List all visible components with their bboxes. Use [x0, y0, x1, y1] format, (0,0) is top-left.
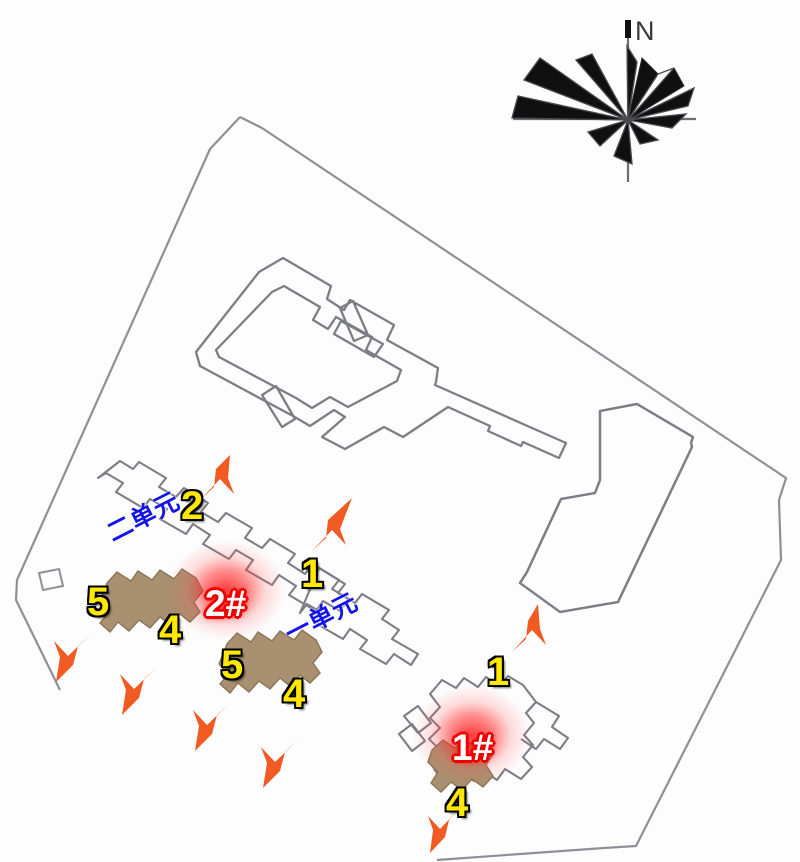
site-boundary: [14, 116, 788, 862]
floor-number-1-b1: 1: [485, 649, 510, 696]
floor-number-2-top: 2: [179, 483, 204, 530]
wind-rose-compass: [511, 20, 696, 182]
floor-number-4-b1: 4: [444, 780, 469, 827]
compass-north-label: N: [635, 16, 655, 46]
arrow-up-right: [512, 604, 546, 652]
compass-north-needle: [625, 20, 631, 38]
compass-petal-outlines: [511, 43, 696, 166]
floor-number-5-left: 5: [85, 579, 110, 626]
direction-arrows: [54, 455, 546, 853]
east-building-block: [518, 402, 695, 614]
building-marker-2[interactable]: 2#: [205, 583, 247, 624]
floor-number-4-left: 4: [157, 607, 182, 654]
arrow-down-left: [261, 739, 299, 788]
compass-petals: [511, 44, 695, 165]
arrow-down-left: [193, 702, 231, 751]
floor-number-5-mid: 5: [219, 642, 244, 689]
floor-number-4-mid: 4: [281, 671, 306, 718]
building-2-outline: [96, 459, 420, 667]
arrow-up-right: [200, 455, 234, 500]
building-marker-1[interactable]: 1#: [452, 727, 494, 768]
arrow-up-right: [312, 498, 352, 551]
arrow-down-left: [54, 633, 92, 682]
arrow-down-left: [120, 666, 158, 715]
arrow-down-left: [428, 808, 460, 853]
floor-number-1-top: 1: [299, 551, 324, 598]
gatehouse-block: [37, 567, 65, 592]
north-building-block: [194, 256, 568, 460]
